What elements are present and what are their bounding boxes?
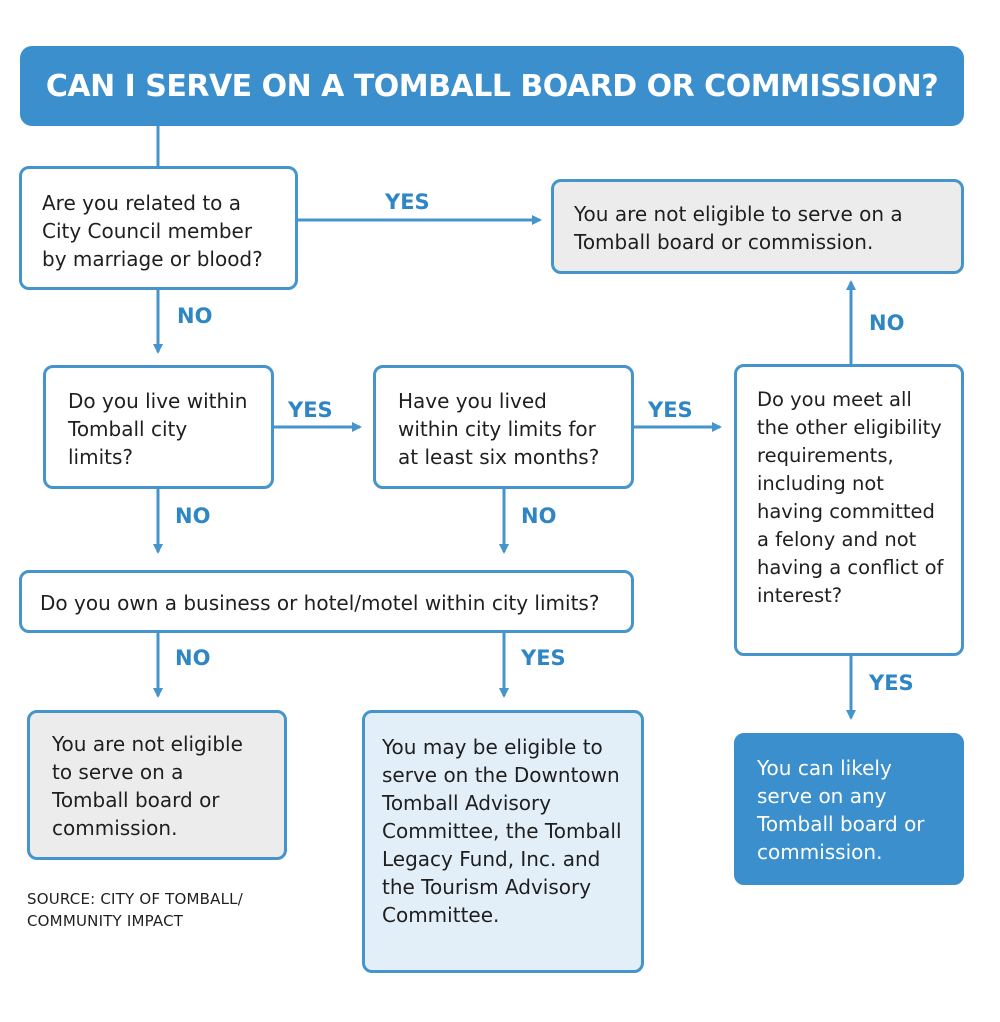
result-may-be-eligible: You may be eligible to serve on the Down… (362, 710, 644, 973)
label-six-no: NO (521, 504, 557, 528)
label-six-yes: YES (648, 398, 693, 422)
label-live-no: NO (175, 504, 211, 528)
label-other-no: NO (869, 311, 905, 335)
label-business-yes: YES (521, 646, 566, 670)
result-not-eligible-top: You are not eligible to serve on a Tomba… (551, 179, 964, 274)
result-not-eligible-bottom: You are not eligible to serve on a Tomba… (27, 710, 287, 860)
question-other-requirements: Do you meet all the other eligibility re… (734, 364, 964, 656)
label-business-no: NO (175, 646, 211, 670)
question-live-within: Do you live within Tomball city limits? (43, 365, 274, 489)
question-related: Are you related to a City Council member… (19, 166, 298, 290)
page-title: CAN I SERVE ON A TOMBALL BOARD OR COMMIS… (20, 46, 964, 126)
source-credit: SOURCE: CITY OF TOMBALL/ COMMUNITY IMPAC… (27, 888, 277, 932)
label-live-yes: YES (288, 398, 333, 422)
question-own-business: Do you own a business or hotel/motel wit… (19, 570, 634, 633)
label-related-yes: YES (385, 190, 430, 214)
result-likely-serve: You can likely serve on any Tomball boar… (734, 733, 964, 885)
source-text: SOURCE: CITY OF TOMBALL/ COMMUNITY IMPAC… (27, 890, 243, 930)
label-related-no: NO (177, 304, 213, 328)
question-six-months: Have you lived within city limits for at… (373, 365, 634, 489)
label-other-yes: YES (869, 671, 914, 695)
